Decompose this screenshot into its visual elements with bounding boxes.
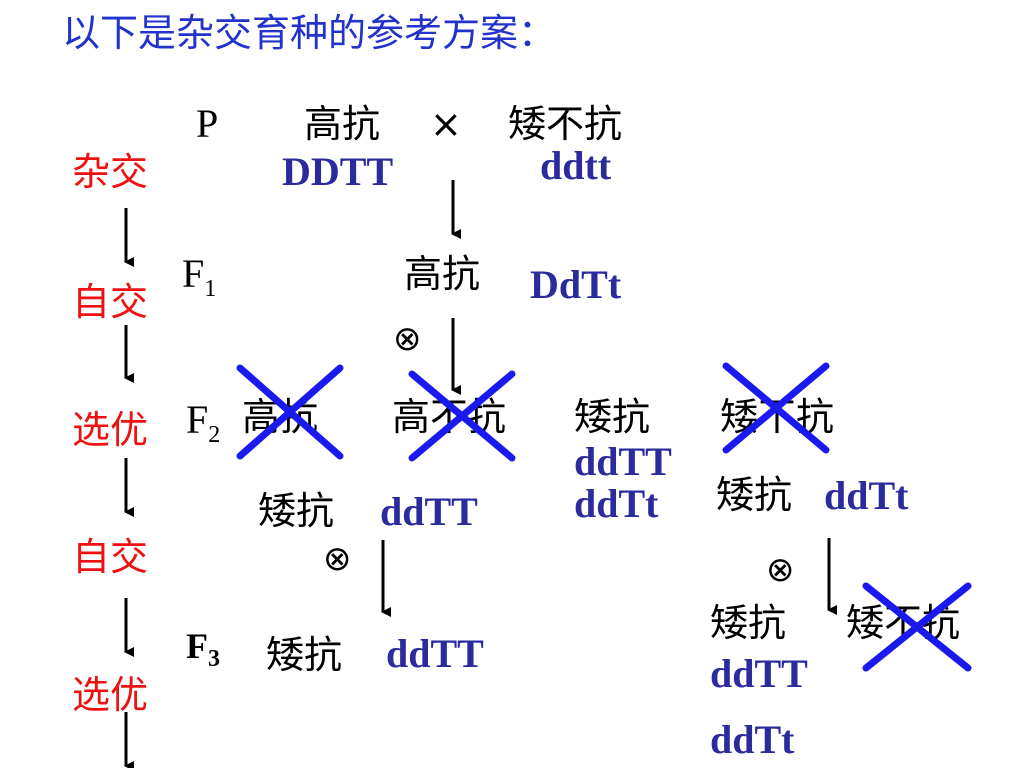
p-parent2-phenotype: 矮不抗 <box>508 102 623 146</box>
f1-selfing-symbol: ⊗ <box>393 319 422 359</box>
generation-p: P <box>196 101 219 146</box>
branch-right-offspring-genotype-ddTt: ddTt <box>710 717 795 762</box>
step-label-select-2: 选优 <box>72 673 149 717</box>
generation-f3: F3 <box>186 626 220 673</box>
f2-phenotype-dwarf-resistant: 矮抗 <box>574 395 651 439</box>
branch-right-offspring-dwarf-nonresistant: 矮不抗 <box>846 601 961 645</box>
branch-left-selfing-symbol: ⊗ <box>323 539 352 579</box>
f2-genotype-ddTt: ddTt <box>574 481 659 526</box>
branch-right-phenotype: 矮抗 <box>716 473 793 517</box>
step-label-select-1: 选优 <box>72 408 149 452</box>
page-title: 以下是杂交育种的参考方案： <box>62 11 557 55</box>
p-parent1-phenotype: 高抗 <box>304 102 381 146</box>
p-parent1-genotype: DDTT <box>282 149 394 194</box>
step-label-cross: 杂交 <box>72 150 149 194</box>
f1-genotype: DdTt <box>530 262 622 307</box>
f2-phenotype-tall-nonresistant: 高不抗 <box>392 395 507 439</box>
branch-left-genotype: ddTT <box>380 489 478 534</box>
cross-symbol: × <box>430 102 462 146</box>
branch-right-selfing-symbol: ⊗ <box>766 550 795 590</box>
step-label-self-2: 自交 <box>72 535 149 579</box>
f2-genotype-ddTT: ddTT <box>574 439 672 484</box>
branch-right-offspring-dwarf-resistant: 矮抗 <box>710 601 787 645</box>
generation-f1: F1 <box>182 251 217 302</box>
f3-genotype: ddTT <box>386 631 484 676</box>
f2-phenotype-dwarf-nonresistant: 矮不抗 <box>720 395 835 439</box>
f2-phenotype-tall-resistant: 高抗 <box>242 395 319 439</box>
p-parent2-genotype: ddtt <box>540 143 612 188</box>
generation-f2: F2 <box>186 397 221 448</box>
f1-phenotype: 高抗 <box>404 252 481 296</box>
branch-right-offspring-genotype-ddTT: ddTT <box>710 651 808 696</box>
step-label-self-1: 自交 <box>72 280 149 324</box>
branch-left-phenotype: 矮抗 <box>258 489 335 533</box>
f3-phenotype: 矮抗 <box>266 633 343 677</box>
branch-right-genotype: ddTt <box>824 473 909 518</box>
